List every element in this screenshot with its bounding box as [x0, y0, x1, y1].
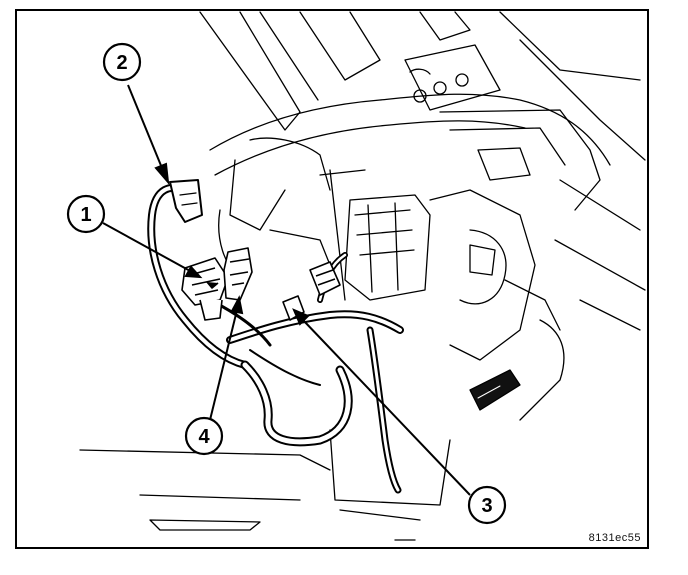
- leader-lines: [102, 84, 471, 496]
- callout-1: 1: [66, 194, 106, 234]
- connector-1-cluster: [181, 257, 229, 321]
- vehicle-structure: [79, 11, 646, 541]
- callout-3: 3: [467, 485, 507, 525]
- figure-id: 8131ec55: [589, 532, 641, 544]
- wiring-harness: [147, 179, 404, 494]
- leader-3-arrowhead: [292, 308, 310, 326]
- figure-border: [15, 9, 649, 549]
- callout-circle: [467, 485, 507, 525]
- leader-4-arrowhead: [230, 295, 244, 315]
- callout-label: 2: [116, 52, 127, 74]
- callout-4: 4: [184, 416, 224, 456]
- leader-1-arrowhead: [184, 265, 203, 279]
- callout-circle: [102, 42, 142, 82]
- connector-4: [223, 247, 253, 301]
- callout-2: 2: [102, 42, 142, 82]
- callout-label: 3: [481, 495, 492, 517]
- callout-circle: [184, 416, 224, 456]
- leader-2-arrowhead: [154, 162, 170, 186]
- callout-label: 4: [198, 426, 210, 448]
- callout-label: 1: [80, 204, 91, 226]
- callout-circle: [66, 194, 106, 234]
